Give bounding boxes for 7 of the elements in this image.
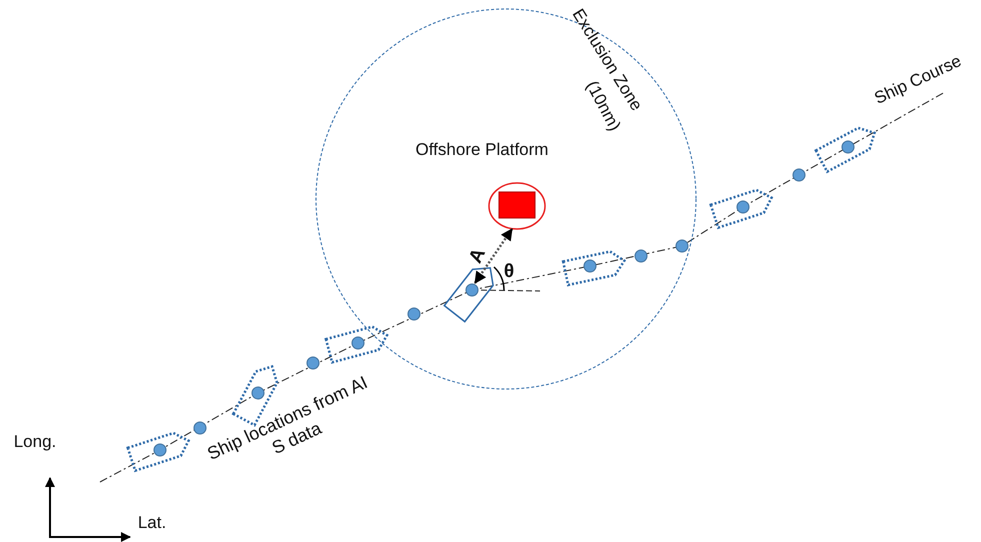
angle-label: θ (504, 261, 514, 283)
distance-arrow (474, 228, 514, 284)
platform-label: Offshore Platform (414, 140, 550, 160)
edge-label: A (465, 245, 491, 267)
course-label: Ship Course (871, 51, 965, 109)
axis-label: Long. (14, 432, 56, 452)
axis-label: Lat. (138, 513, 166, 533)
